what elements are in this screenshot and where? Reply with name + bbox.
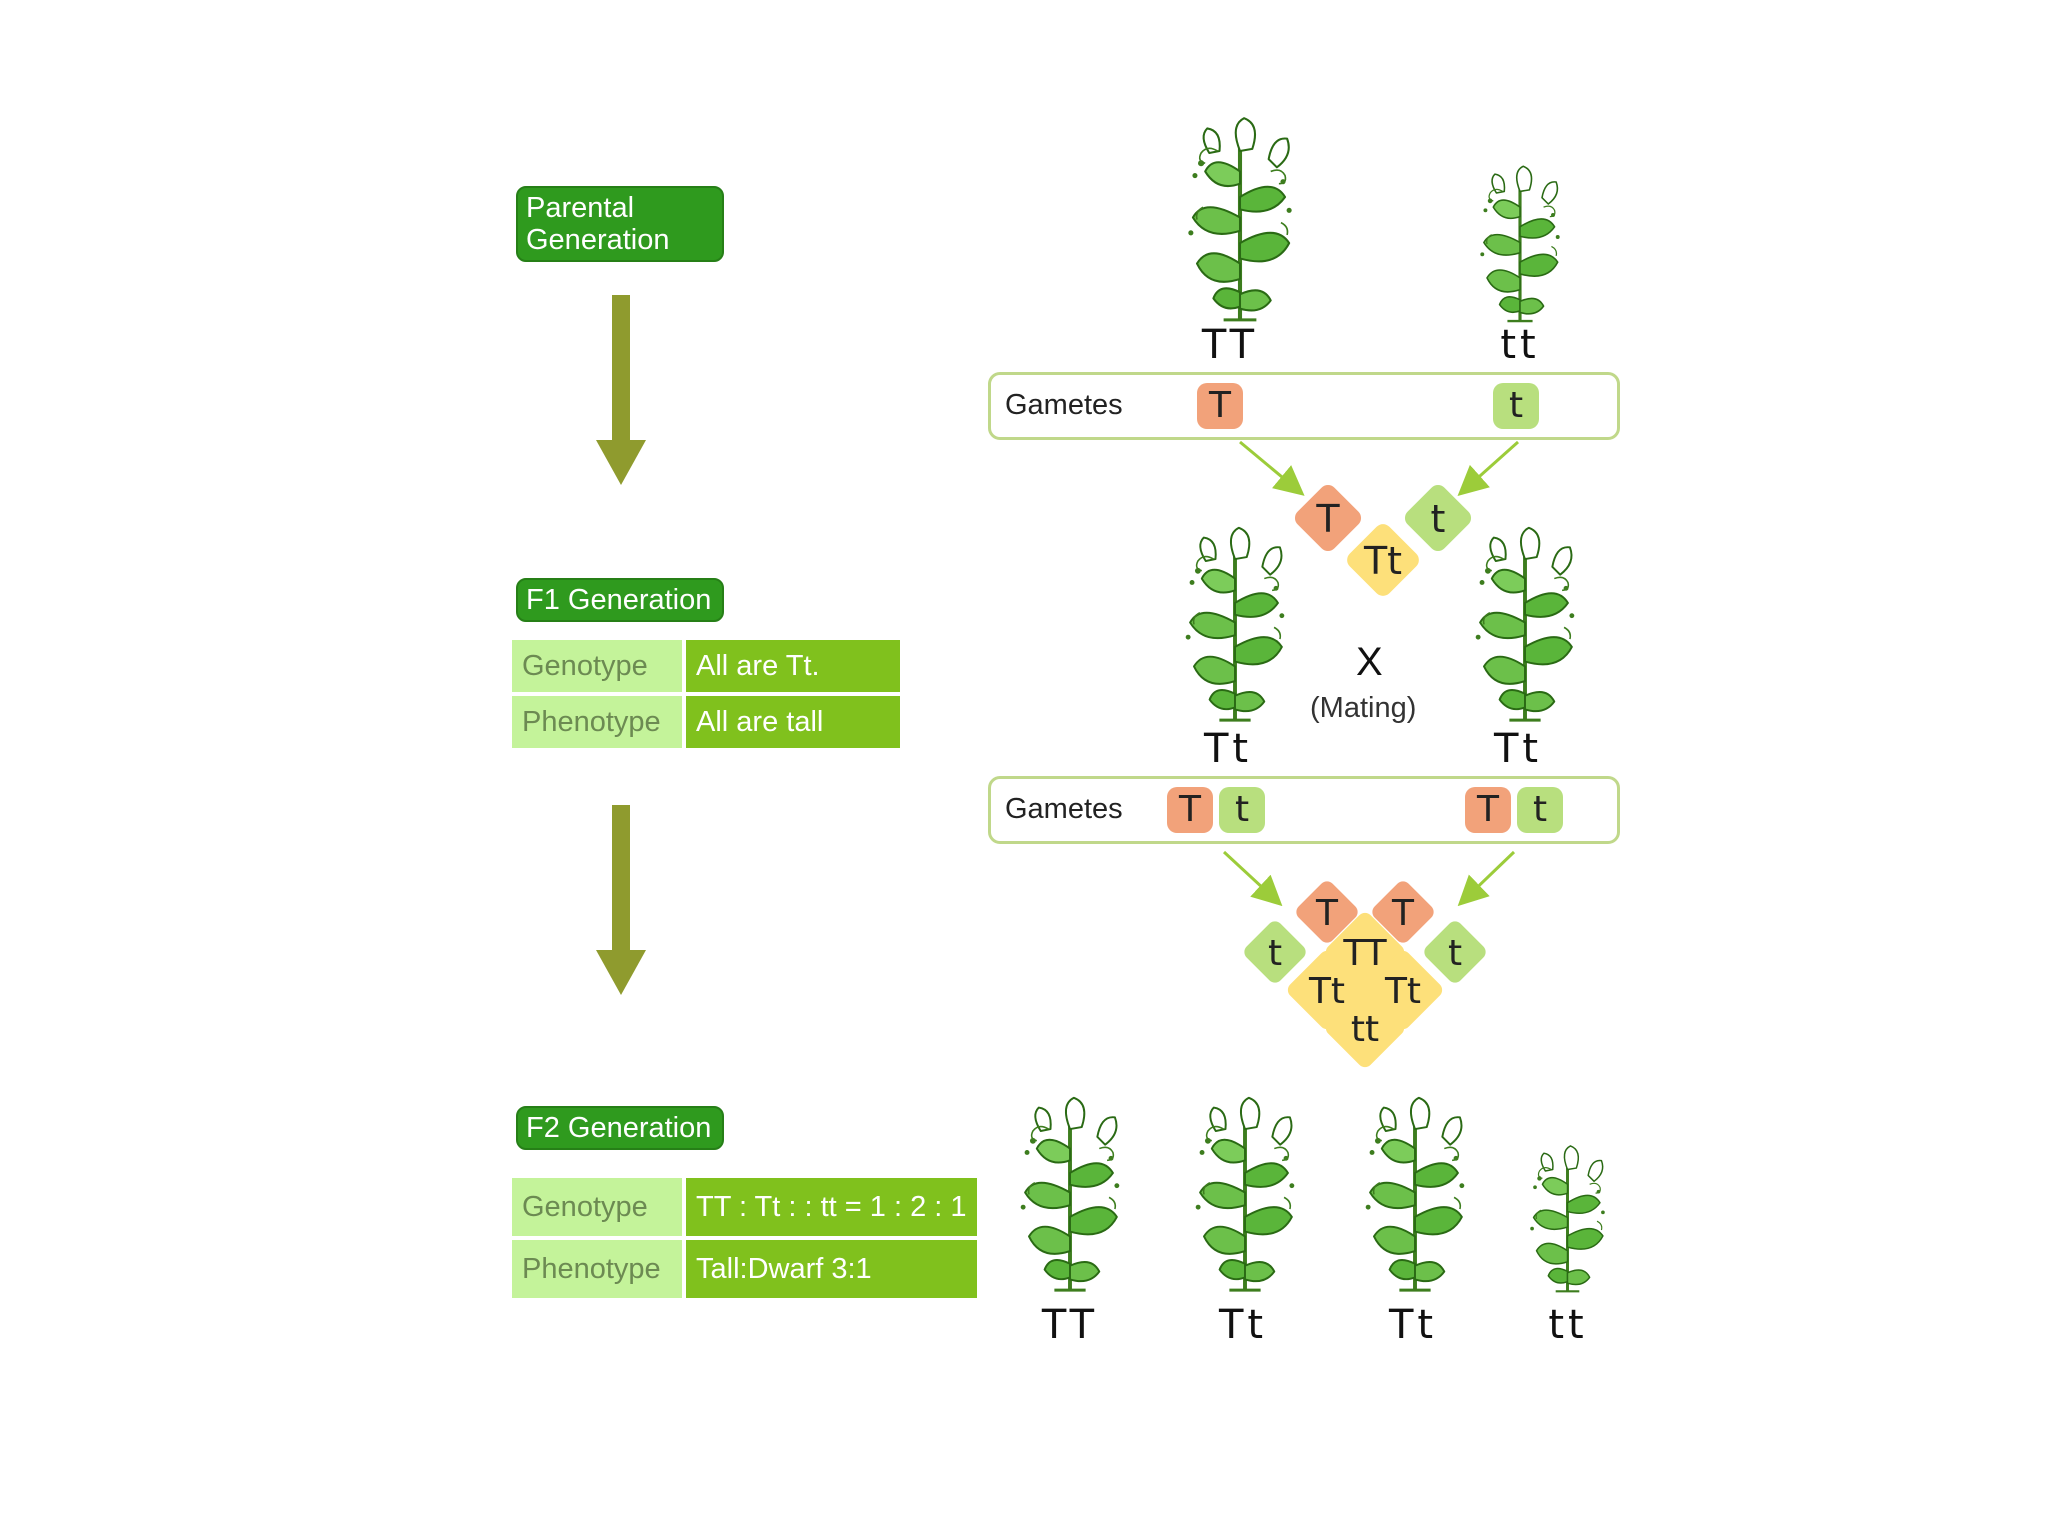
pea-plant-icon [1345,1090,1485,1295]
genotype-value: All are Tt. [682,640,900,692]
table-row: Genotype All are Tt. [512,640,900,692]
pea-plant-icon [1175,1090,1315,1295]
gamete-allele: T [1197,383,1243,429]
parental-generation-label: Parental Generation [516,186,724,262]
f1-info-table: Genotype All are Tt. Phenotype All are t… [512,640,900,748]
f2-generation-label: F2 Generation [516,1106,724,1150]
phenotype-value: Tall:Dwarf 3:1 [682,1236,977,1298]
f2-info-table: Genotype TT : Tt : : tt = 1 : 2 : 1 Phen… [512,1178,977,1298]
pea-plant-icon [1170,110,1310,325]
allele-label: T [1315,497,1340,541]
f1-genotype-right: Tt [1493,726,1543,772]
gamete-allele: t [1493,383,1539,429]
f2-genotype: Tt [1388,1302,1438,1348]
gamete-allele: t [1517,787,1563,833]
phenotype-value: All are tall [682,692,900,748]
f1-gametes-box: Gametes T t T t [988,776,1620,844]
genotype-value: TT : Tt : : tt = 1 : 2 : 1 [682,1178,977,1236]
f1-genotype-left: Tt [1203,726,1253,772]
gamete-allele: T [1167,787,1213,833]
mating-symbol: X [1356,640,1383,684]
pea-plant-icon [1170,520,1300,725]
down-arrow-icon [596,295,646,485]
phenotype-key: Phenotype [512,1236,682,1298]
allele-label: T [1315,893,1339,934]
genotype-key: Genotype [512,640,682,692]
f1-generation-label: F1 Generation [516,578,724,622]
parent-genotype-left: TT [1201,322,1259,368]
table-row: Phenotype All are tall [512,692,900,748]
f2-genotype: TT [1041,1302,1099,1348]
down-arrow-icon [596,805,646,995]
offspring-label: tt [1351,1009,1379,1050]
allele-label: t [1431,497,1446,541]
pea-plant-icon [1460,160,1580,325]
phenotype-key: Phenotype [512,692,682,748]
table-row: Phenotype Tall:Dwarf 3:1 [512,1236,977,1298]
f1-cross-diagram: T t Tt [1294,484,1472,596]
mating-label: (Mating) [1310,692,1417,724]
offspring-label: Tt [1308,971,1345,1012]
pea-plant-icon [1460,520,1590,725]
parental-gametes-box: Gametes T t [988,372,1620,440]
allele-label: t [1448,933,1462,974]
allele-label: T [1391,893,1415,934]
offspring-label: TT [1342,933,1387,974]
offspring-label: Tt [1384,971,1421,1012]
pea-plant-icon [1000,1090,1140,1295]
genotype-key: Genotype [512,1178,682,1236]
gametes-label: Gametes [1005,389,1123,421]
allele-label: t [1268,933,1282,974]
f2-punnett-diagram: T T t t TT Tt Tt tt [1244,881,1486,1068]
parent-genotype-right: tt [1500,322,1540,368]
f2-genotype: Tt [1218,1302,1268,1348]
offspring-label: Tt [1363,539,1402,583]
gamete-allele: t [1219,787,1265,833]
gametes-label: Gametes [1005,793,1123,825]
gamete-allele: T [1465,787,1511,833]
pea-plant-icon [1505,1140,1630,1295]
table-row: Genotype TT : Tt : : tt = 1 : 2 : 1 [512,1178,977,1236]
f2-genotype: tt [1548,1302,1588,1348]
